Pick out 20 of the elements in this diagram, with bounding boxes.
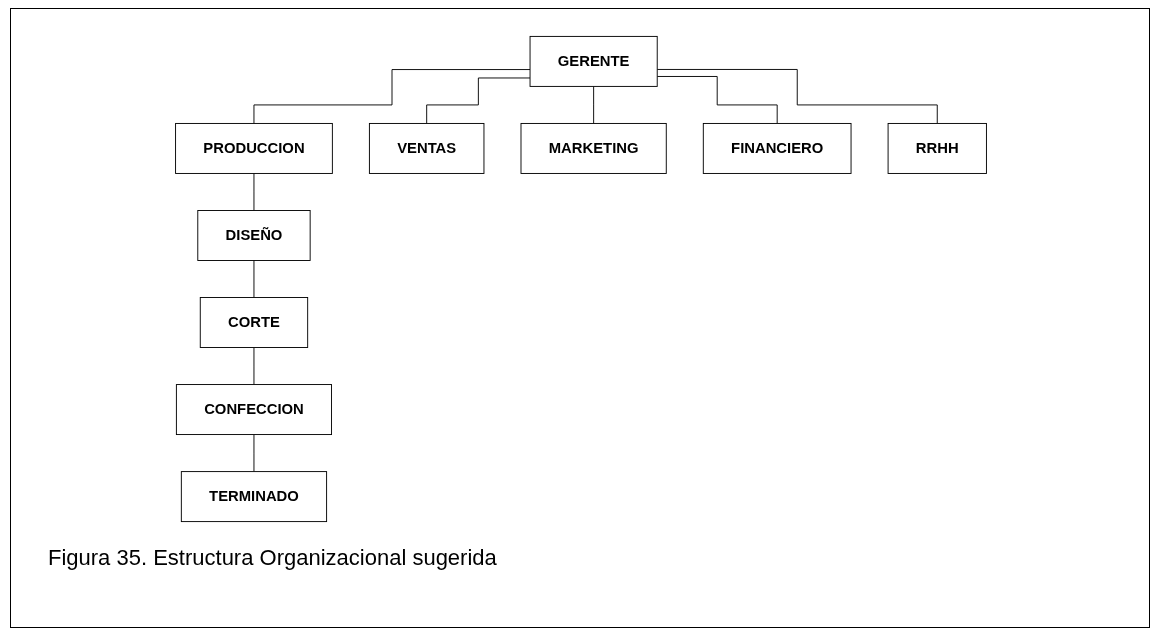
org-box: CONFECCION xyxy=(175,384,332,436)
org-box: RRHH xyxy=(887,122,987,174)
org-box: CORTE xyxy=(199,297,309,348)
org-box: TERMINADO xyxy=(180,471,328,523)
caption: Figura 35. Estructura Organizacional sugerida xyxy=(48,545,497,571)
connector-line xyxy=(253,69,531,124)
connector-line xyxy=(656,76,778,124)
org-box: PRODUCCION xyxy=(175,122,333,174)
org-box: VENTAS xyxy=(368,122,485,174)
org-box: MARKETING xyxy=(520,122,667,174)
connector-line xyxy=(253,172,255,211)
connector-line xyxy=(253,347,255,386)
org-box: GERENTE xyxy=(529,35,658,87)
connector-line xyxy=(593,85,595,124)
connector-line xyxy=(253,434,255,473)
connector-line xyxy=(656,69,938,124)
org-box: DISEÑO xyxy=(197,210,311,261)
connector-line xyxy=(253,260,255,298)
connector-line xyxy=(426,77,531,124)
org-box: FINANCIERO xyxy=(702,122,852,174)
